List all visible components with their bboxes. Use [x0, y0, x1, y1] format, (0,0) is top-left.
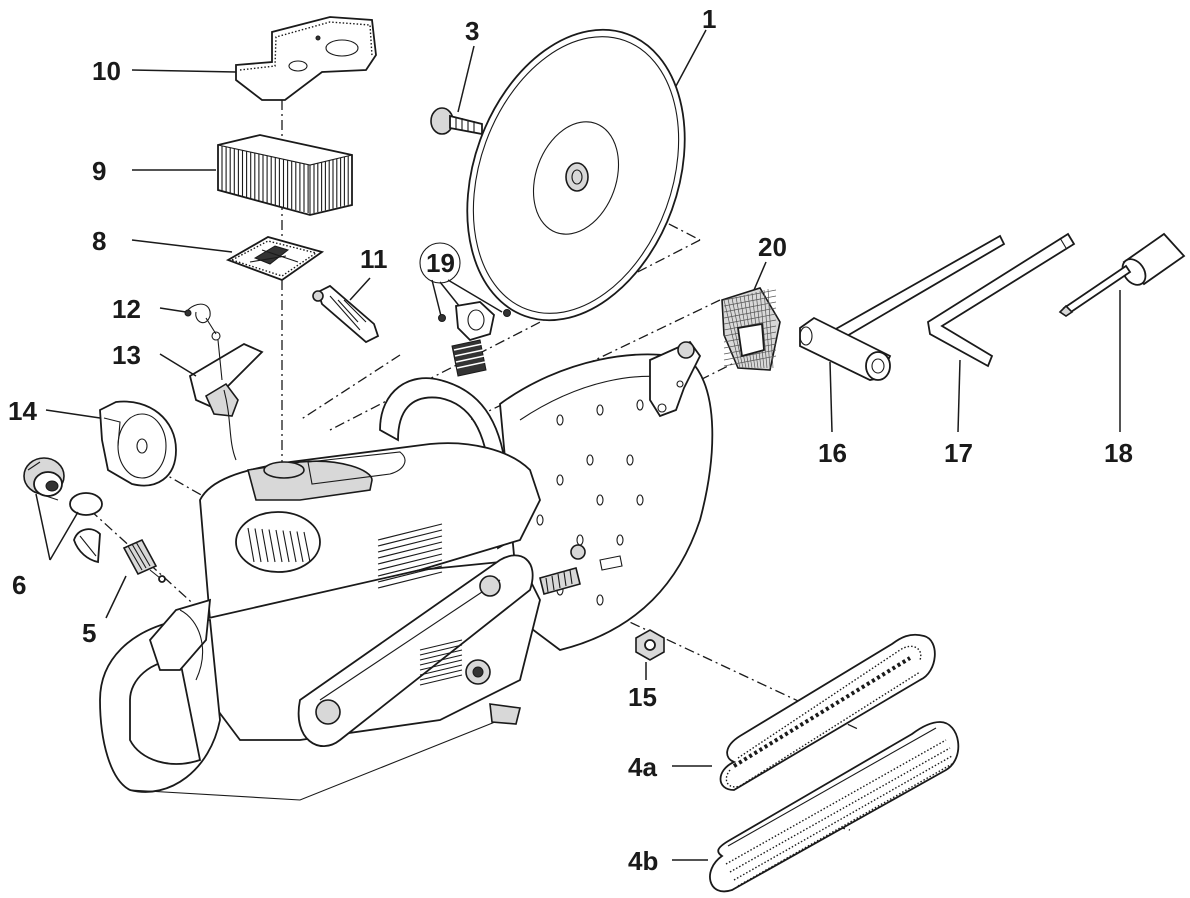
fuel-cap-assembly [23, 457, 103, 564]
starter-handle [188, 339, 264, 461]
fuel-filter [122, 538, 166, 583]
air-filter [217, 134, 353, 216]
label-8: 8 [92, 226, 106, 256]
starter-pulley [99, 400, 177, 487]
arbor-bolt [430, 107, 483, 136]
label-18: 18 [1104, 438, 1133, 468]
clip [184, 303, 221, 341]
screwdriver [1058, 232, 1186, 317]
label-12: 12 [112, 294, 141, 324]
label-15: 15 [628, 682, 657, 712]
socket-wrench [799, 234, 1006, 381]
label-13: 13 [112, 340, 141, 370]
cover-vents [235, 511, 321, 573]
spark-plug [312, 284, 380, 344]
label-17: 17 [944, 438, 973, 468]
filter-screen [721, 287, 781, 371]
air-filter-cover [235, 16, 377, 101]
part-labels: 1 3 10 9 8 11 19 20 12 13 14 6 5 16 17 1… [8, 4, 1133, 876]
label-20: 20 [758, 232, 787, 262]
label-16: 16 [818, 438, 847, 468]
label-6: 6 [12, 570, 26, 600]
power-cutter-body [99, 340, 714, 801]
bracket-screws-spring [419, 242, 511, 377]
hex-key [927, 232, 1076, 368]
label-5: 5 [82, 618, 96, 648]
label-9: 9 [92, 156, 106, 186]
label-11: 11 [360, 244, 388, 274]
hex-nut [635, 629, 665, 661]
label-3: 3 [465, 16, 479, 46]
leader-lines [35, 29, 1121, 861]
cutting-disc [466, 28, 686, 322]
label-19: 19 [426, 248, 455, 278]
spring [451, 339, 487, 377]
drive-belt-4b [709, 721, 960, 893]
label-14: 14 [8, 396, 37, 426]
label-1: 1 [702, 4, 716, 34]
label-4b: 4b [628, 846, 658, 876]
label-10: 10 [92, 56, 121, 86]
drive-belt-4a [719, 633, 936, 791]
label-4a: 4a [628, 752, 657, 782]
prefilter [225, 236, 325, 282]
